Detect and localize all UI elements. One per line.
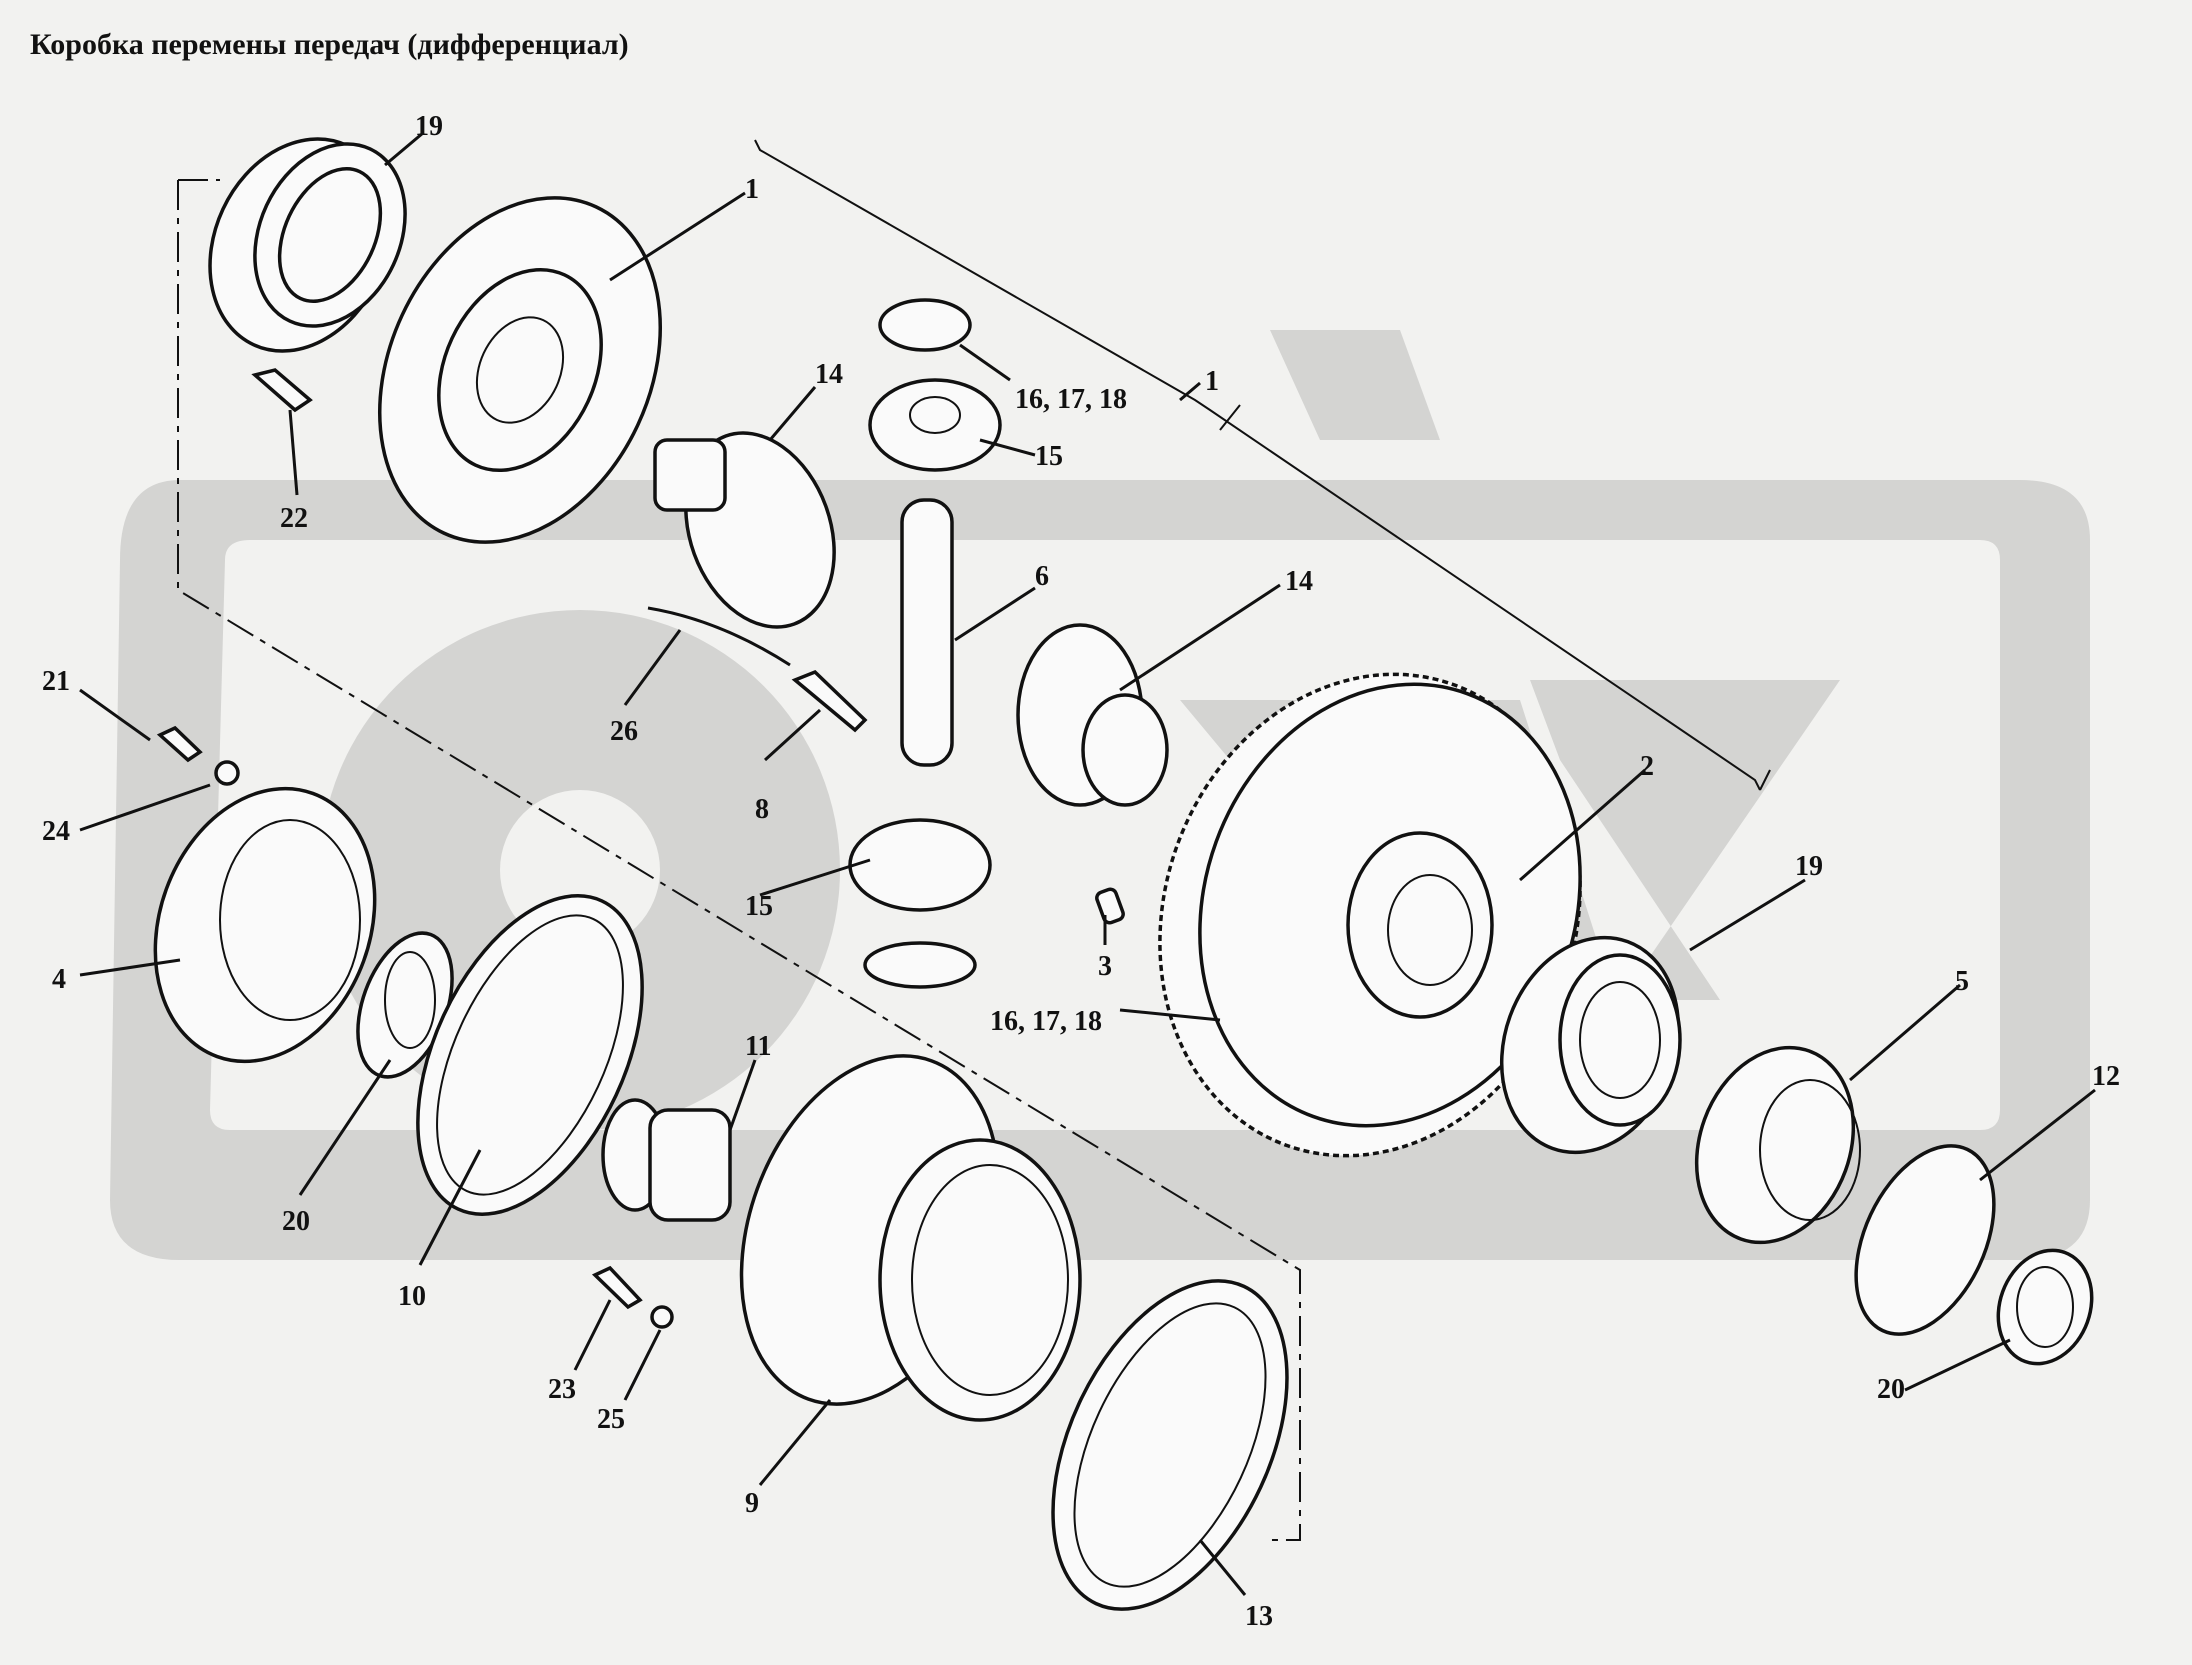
callout-20-left: 20 (282, 1206, 310, 1237)
differential-housing-9 (739, 1054, 1082, 1422)
nut-24 (214, 760, 240, 786)
gasket-10 (416, 894, 644, 1216)
callout-8: 8 (755, 794, 769, 825)
pin-3 (1095, 887, 1125, 925)
callout-24: 24 (42, 816, 70, 847)
bolt-23 (591, 1265, 643, 1310)
bearing-19-right (1499, 935, 1682, 1155)
cover-plate-1 (378, 196, 662, 544)
pinion-gear-15-top (868, 378, 1002, 472)
callout-1-cover: 1 (745, 174, 759, 205)
page-title: Коробка перемены передач (дифференциал) (30, 28, 629, 61)
bearing-cap-4 (153, 786, 377, 1064)
lock-bolt-8 (791, 669, 868, 733)
callout-16-17-18-top: 16, 17, 18 (1015, 384, 1127, 415)
thrust-washer-bottom (863, 941, 977, 989)
callout-10: 10 (398, 1281, 426, 1312)
callout-15-top: 15 (1035, 441, 1063, 472)
callout-9: 9 (745, 1488, 759, 1519)
callout-2: 2 (1640, 751, 1654, 782)
callout-22: 22 (280, 503, 308, 534)
side-gear-14-right (1016, 623, 1169, 807)
leader-lines (79, 131, 2096, 1596)
callout-20-right: 20 (1877, 1374, 1905, 1405)
callout-16-17-18-bottom: 16, 17, 18 (990, 1006, 1102, 1037)
snap-ring-12 (1854, 1144, 1996, 1336)
callout-19-top: 19 (415, 111, 443, 142)
callout-11: 11 (745, 1031, 771, 1062)
bearing-cup-5 (1694, 1045, 1861, 1245)
assembly-frame-lines (177, 139, 1771, 1541)
callout-15-bottom: 15 (745, 891, 773, 922)
callout-labels: 19 1 1 14 16, 17, 18 15 22 6 14 26 21 8 … (42, 111, 2120, 1632)
callout-25: 25 (597, 1404, 625, 1435)
pinion-shaft-6 (900, 498, 954, 767)
wire-26 (647, 606, 791, 667)
callout-4: 4 (52, 964, 66, 995)
callout-14-right: 14 (1285, 566, 1313, 597)
callout-1-frame: 1 (1205, 366, 1219, 397)
bolt-21 (156, 725, 203, 763)
callout-21: 21 (42, 666, 70, 697)
callout-12: 12 (2092, 1061, 2120, 1092)
callout-23: 23 (548, 1374, 576, 1405)
callout-6: 6 (1035, 561, 1049, 592)
nut-25 (650, 1305, 674, 1329)
castle-nut-11 (601, 1098, 732, 1222)
seal-20-right (1996, 1248, 2094, 1366)
pinion-gear-15-bottom (848, 818, 992, 912)
callout-3: 3 (1098, 951, 1112, 982)
gasket-13 (1051, 1279, 1289, 1611)
bolt-22 (251, 368, 313, 413)
callout-14-left: 14 (815, 359, 843, 390)
thrust-washer-top (878, 298, 972, 352)
side-gear-14-left (653, 431, 836, 629)
bearing-19-top (208, 137, 407, 353)
ring-gear-2 (1158, 672, 1582, 1158)
callout-19-right: 19 (1795, 851, 1823, 882)
callout-13: 13 (1245, 1601, 1273, 1632)
callout-5: 5 (1955, 966, 1969, 997)
callout-26: 26 (610, 716, 638, 747)
